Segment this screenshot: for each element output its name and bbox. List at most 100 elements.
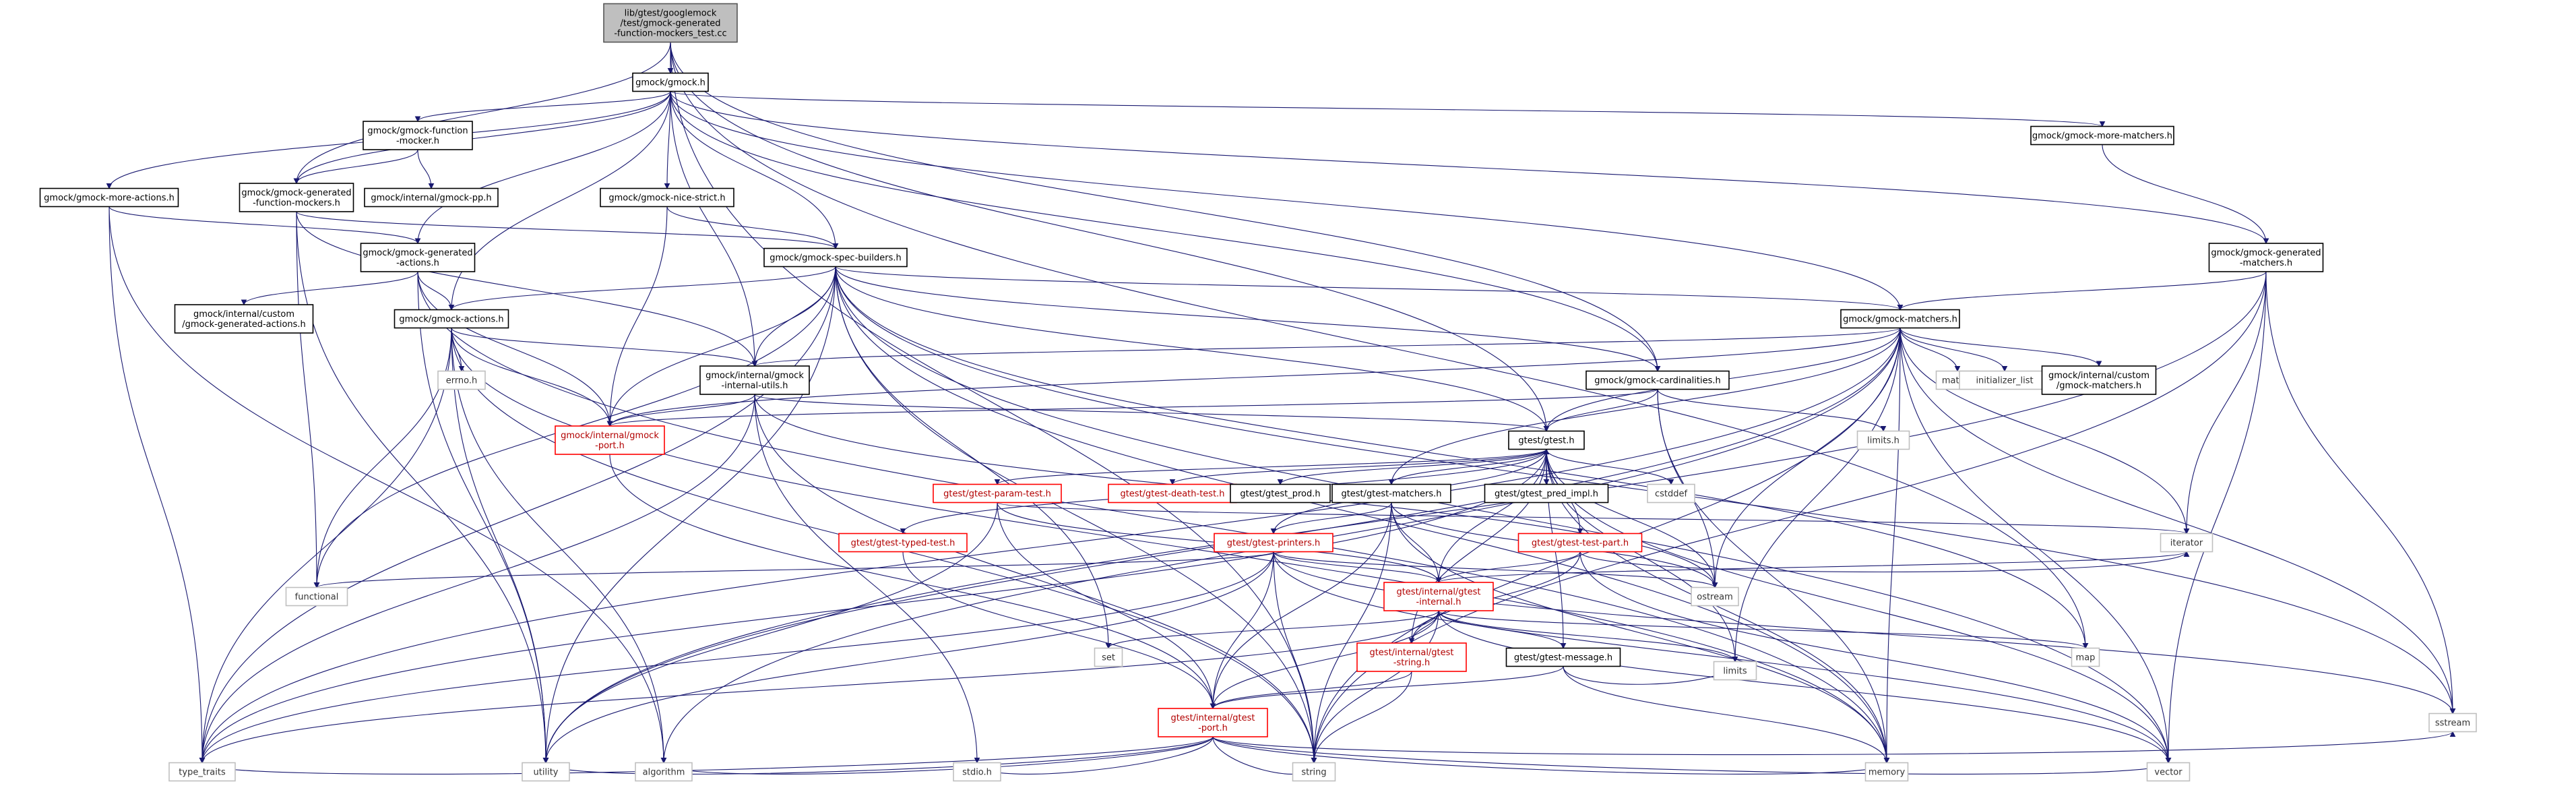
node-label: gtest/gtest-typed-test.h xyxy=(851,539,955,549)
node-gmock-pp[interactable]: gmock/internal/gmock-pp.h xyxy=(364,187,499,208)
node-label: gmock/internal/gmock xyxy=(705,371,804,381)
node-label: gtest/gtest_pred_impl.h xyxy=(1495,489,1598,499)
node-gtest-internal[interactable]: gtest/internal/gtest-internal.h xyxy=(1383,582,1494,611)
edge-gen-actions-to-utility xyxy=(417,271,546,763)
edge-spec-builders-to-type-traits xyxy=(201,266,836,763)
node-label: gmock/internal/custom xyxy=(2048,371,2149,381)
edge-gtest-internal-to-map xyxy=(1438,610,2086,648)
edge-gtest-h-to-gtest-internal xyxy=(1438,449,1547,583)
edge-arrowhead xyxy=(414,116,421,123)
node-limits: limits xyxy=(1713,661,1757,681)
edge-gtest-internal-to-set xyxy=(1108,610,1439,648)
edge-gtest-internal-to-iterator xyxy=(1438,551,2187,583)
node-label: stdio.h xyxy=(962,768,992,778)
node-gtest-string[interactable]: gtest/internal/gtest-string.h xyxy=(1356,642,1467,672)
node-box xyxy=(1331,483,1451,504)
edge-arrowhead xyxy=(1654,366,1661,372)
node-sstream: sstream xyxy=(2428,713,2477,733)
edge-gtest-internal-to-vector xyxy=(1438,610,2169,763)
edge-function-mocker-to-gen-function-mockers xyxy=(296,149,418,184)
node-custom-gen-actions[interactable]: gmock/internal/custom/gmock-generated-ac… xyxy=(174,304,314,334)
node-label: gmock/gmock-matchers.h xyxy=(1843,315,1957,325)
edge-gtest-printers-to-utility xyxy=(545,551,1274,763)
edge-arrowhead xyxy=(414,238,421,245)
node-label: /gmock-generated-actions.h xyxy=(182,320,306,330)
edge-arrowhead xyxy=(1897,305,1904,311)
node-gmock-port[interactable]: gmock/internal/gmock-port.h xyxy=(555,425,665,455)
node-label: limits.h xyxy=(1867,436,1899,446)
edge-gen-function-mockers-to-functional xyxy=(296,211,317,588)
node-gmock-matchers[interactable]: gmock/gmock-matchers.h xyxy=(1840,309,1960,329)
node-box xyxy=(1713,661,1757,681)
node-cardinalities[interactable]: gmock/gmock-cardinalities.h xyxy=(1585,370,1730,390)
node-gen-function-mockers[interactable]: gmock/gmock-generated-function-mockers.h xyxy=(239,183,354,212)
node-death-test[interactable]: gtest/gtest-death-test.h xyxy=(1108,483,1237,504)
node-typed-test[interactable]: gtest/gtest-typed-test.h xyxy=(838,533,968,553)
node-label: -function-mockers_test.cc xyxy=(614,29,726,39)
node-label: gmock/gmock-generated xyxy=(2211,248,2321,258)
node-function-mocker[interactable]: gmock/gmock-function-mocker.h xyxy=(363,121,473,150)
node-pred-impl[interactable]: gtest/gtest_pred_impl.h xyxy=(1484,483,1609,504)
node-label: gmock/internal/gmock xyxy=(561,431,659,441)
edge-root-to-cardinalities xyxy=(670,42,1658,371)
node-gen-actions[interactable]: gmock/gmock-generated-actions.h xyxy=(360,243,476,272)
edge-gmock-actions-to-algorithm xyxy=(451,328,664,763)
node-more-actions[interactable]: gmock/gmock-more-actions.h xyxy=(39,187,179,208)
node-errno: errno.h xyxy=(437,370,486,390)
node-root[interactable]: lib/gtest/googlemock/test/gmock-generate… xyxy=(603,3,738,43)
node-iterator: iterator xyxy=(2160,533,2213,553)
node-label: ostream xyxy=(1697,593,1733,603)
edge-gmock-h-to-gen-actions xyxy=(417,91,671,244)
node-box xyxy=(603,3,738,43)
edge-gtest-h-to-limits xyxy=(1546,449,1736,662)
node-label: gtest/gtest-test-part.h xyxy=(1532,539,1629,549)
edge-gmock-matchers-to-math xyxy=(1899,328,1958,371)
edge-arrowhead xyxy=(1880,426,1887,432)
edge-arrowhead xyxy=(664,183,670,189)
edge-gmock-matchers-to-vector xyxy=(1899,328,2169,763)
node-gtest-h[interactable]: gtest/gtest.h xyxy=(1508,430,1585,450)
edge-spec-builders-to-gtest-h xyxy=(835,266,1547,431)
node-box xyxy=(2041,365,2157,395)
edge-spec-builders-to-vector xyxy=(835,266,2169,763)
node-custom-matchers[interactable]: gmock/internal/custom/gmock-matchers.h xyxy=(2041,365,2157,395)
edge-gtest-h-to-cstddef xyxy=(1546,449,1672,485)
node-label: -internal-utils.h xyxy=(722,381,788,391)
edge-gtest-port-to-memory xyxy=(1212,736,1887,775)
edge-arrowhead xyxy=(106,183,113,189)
node-more-matchers[interactable]: gmock/gmock-more-matchers.h xyxy=(2030,125,2174,146)
node-box xyxy=(168,762,236,782)
edge-gtest-port-to-utility xyxy=(545,736,1214,775)
node-box xyxy=(2428,713,2477,733)
edge-gtest-port-to-vector xyxy=(1212,736,2169,775)
node-spec-builders[interactable]: gmock/gmock-spec-builders.h xyxy=(763,247,908,268)
node-test-part[interactable]: gtest/gtest-test-part.h xyxy=(1517,533,1643,553)
node-gtest-port[interactable]: gtest/internal/gtest-port.h xyxy=(1158,708,1268,737)
node-param-test[interactable]: gtest/gtest-param-test.h xyxy=(933,483,1062,504)
node-box xyxy=(1647,483,1695,504)
node-gtest-prod[interactable]: gtest/gtest_prod.h xyxy=(1230,483,1331,504)
node-label: gmock/gmock-nice-strict.h xyxy=(608,193,725,204)
edge-arrowhead xyxy=(2096,361,2102,367)
edge-arrowhead xyxy=(293,178,300,185)
edge-gen-actions-to-custom-gen-actions xyxy=(243,271,418,305)
node-gtest-matchers[interactable]: gtest/gtest-matchers.h xyxy=(1331,483,1451,504)
node-nice-strict[interactable]: gmock/gmock-nice-strict.h xyxy=(600,187,734,208)
node-gen-matchers[interactable]: gmock/gmock-generated-matchers.h xyxy=(2208,243,2324,272)
node-label: memory xyxy=(1868,768,1906,778)
node-internal-utils[interactable]: gmock/internal/gmock-internal-utils.h xyxy=(699,365,810,395)
edge-gmock-matchers-to-limits xyxy=(1734,328,1901,662)
edge-arrowhead xyxy=(2263,238,2269,245)
node-gtest-printers[interactable]: gtest/gtest-printers.h xyxy=(1214,533,1333,553)
edge-test-part-to-iterator xyxy=(1579,551,2187,573)
node-gmock-actions[interactable]: gmock/gmock-actions.h xyxy=(394,309,509,329)
node-label: gtest/gtest-message.h xyxy=(1514,653,1612,663)
node-label: gmock/gmock-function xyxy=(367,126,468,136)
node-box xyxy=(1959,370,2050,390)
edge-gtest-port-to-algorithm xyxy=(663,736,1214,775)
node-gmock-h[interactable]: gmock/gmock.h xyxy=(632,72,709,92)
edge-gtest-h-to-param-test xyxy=(997,449,1547,485)
node-box xyxy=(174,304,314,334)
node-gtest-message[interactable]: gtest/gtest-message.h xyxy=(1505,647,1621,667)
edge-spec-builders-to-set xyxy=(835,266,1109,648)
